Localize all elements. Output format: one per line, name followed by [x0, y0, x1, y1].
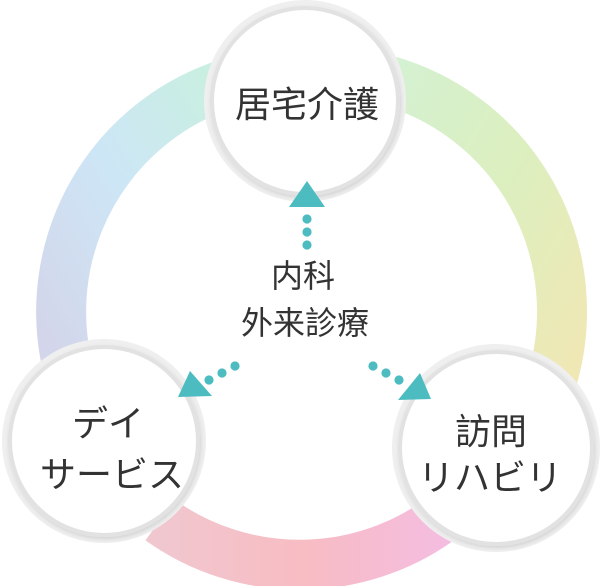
arrow-right-dot — [368, 361, 378, 371]
arrow-up-dot — [302, 227, 312, 237]
node-top: 居宅介護 — [204, 0, 406, 202]
arrow-up — [289, 181, 325, 250]
node-right-label-line1: 訪問 — [455, 412, 527, 453]
ring-arc-top-right — [379, 55, 587, 388]
node-top-label: 居宅介護 — [235, 85, 379, 126]
center-label-line1: 内科 — [271, 257, 335, 295]
node-left-circle — [8, 345, 200, 537]
arrow-right-dot — [381, 368, 391, 378]
arrow-left-dot — [204, 375, 214, 385]
center-hub: 内科 外来診療 — [241, 257, 369, 342]
arrows — [178, 181, 431, 400]
arrow-up-dot — [302, 240, 312, 250]
arrow-right-head — [398, 373, 431, 400]
ring-arc-left — [36, 62, 229, 365]
ring-arc-bottom — [145, 494, 462, 586]
arrow-left-head — [178, 371, 212, 397]
node-left: デイ サービス — [2, 339, 206, 543]
node-right-label-line2: リハビリ — [418, 458, 562, 499]
arrow-right-dot — [394, 375, 404, 385]
node-left-label-line2: サービス — [40, 455, 184, 496]
node-left-label-line1: デイ — [72, 404, 144, 445]
node-right: 訪問 リハビリ — [392, 344, 600, 552]
cycle-ring — [36, 55, 587, 586]
arrow-up-head — [289, 181, 325, 207]
node-right-circle — [398, 350, 594, 546]
arrow-right — [368, 361, 431, 400]
arrow-left — [178, 361, 240, 397]
arrow-up-dot — [302, 214, 312, 224]
arrow-left-dot — [217, 368, 227, 378]
arrow-left-dot — [230, 361, 240, 371]
center-label-line2: 外来診療 — [241, 304, 369, 342]
